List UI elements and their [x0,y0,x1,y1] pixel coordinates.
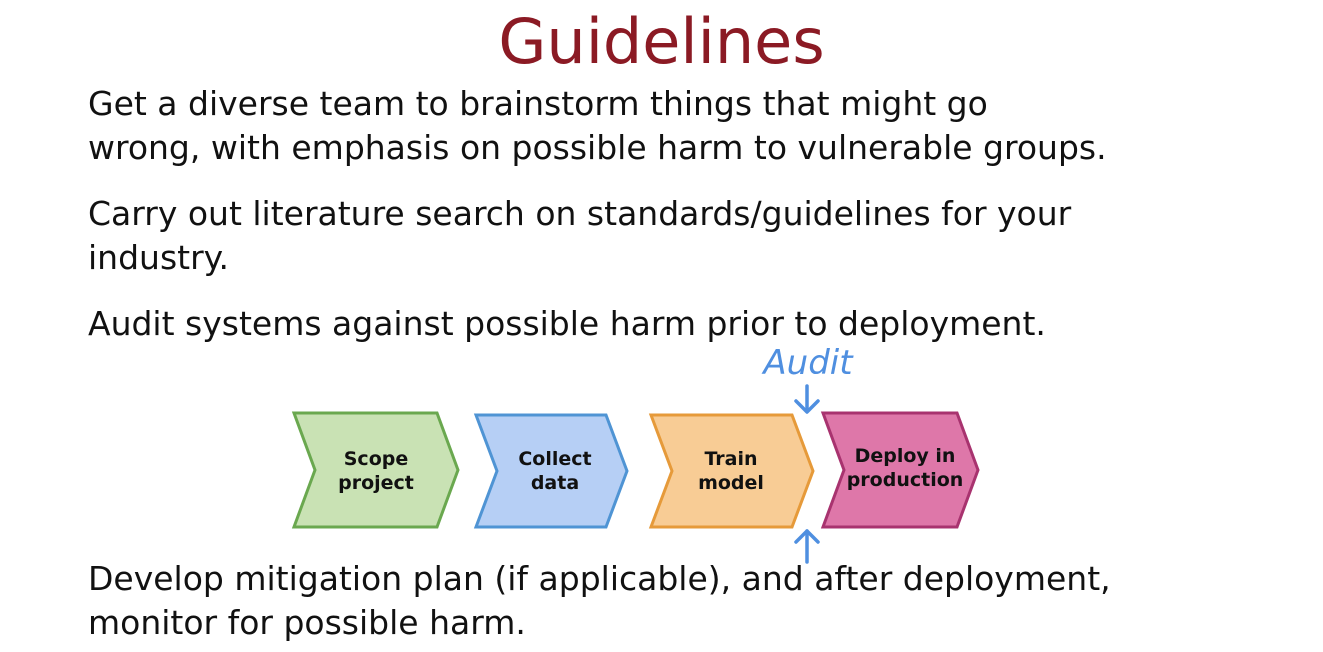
step-chevron-deploy [820,411,980,529]
step-chevron-train [648,413,815,529]
step-label-train-line-1: Train [704,448,757,470]
step-label-scope-line-1: Scope [344,448,409,470]
step-label-scope-line-2: project [338,472,414,494]
step-chevron-collect [473,413,629,529]
guideline-3-line-1: Audit systems against possible harm prio… [88,304,1046,343]
audit-label: Audit [761,343,854,383]
guideline-2-line-1: Carry out literature search on standards… [88,194,1072,233]
step-chevron-scope [291,411,460,529]
step-label-collect-line-2: data [531,472,579,494]
guideline-1-line-2: wrong, with emphasis on possible harm to… [88,128,1107,167]
guideline-4-line-2: monitor for possible harm. [88,603,526,642]
step-label-deploy-line-2: production [847,469,964,491]
guideline-4-line-1: Develop mitigation plan (if applicable),… [88,559,1111,598]
guideline-1-line-1: Get a diverse team to brainstorm things … [88,84,988,123]
audit-arrow-down-icon [794,384,820,414]
step-label-train-line-2: model [698,472,764,494]
guideline-2-line-2: industry. [88,238,229,277]
step-label-collect-line-1: Collect [518,448,591,470]
slide-title: Guidelines [498,5,825,78]
step-label-deploy-line-1: Deploy in [855,445,956,467]
